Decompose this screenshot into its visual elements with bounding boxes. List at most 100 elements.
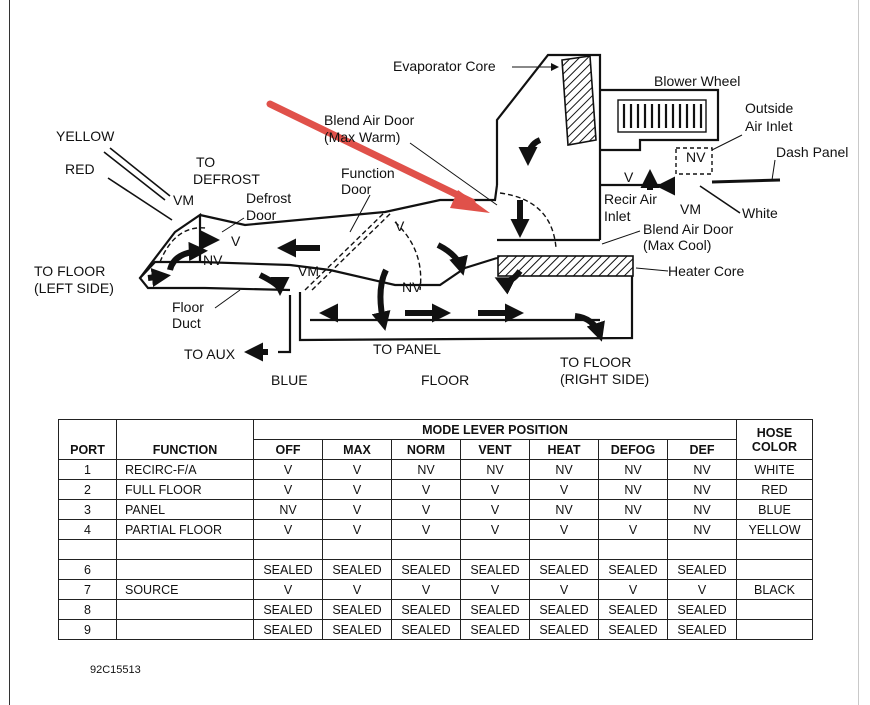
upper-duct <box>199 184 499 227</box>
function-cell <box>116 539 254 560</box>
header-function: FUNCTION <box>116 419 254 460</box>
function-cell <box>116 619 254 640</box>
hose-color-cell: BLUE <box>736 499 813 520</box>
label-v-defrost: V <box>231 233 241 249</box>
blend-door-swing <box>499 192 557 249</box>
label-v-recirc: V <box>624 169 634 185</box>
label-defrost-door-1: Defrost <box>246 190 291 206</box>
hose-color-cell: WHITE <box>736 459 813 480</box>
label-defrost-door-2: Door <box>246 207 277 223</box>
mode-value-cell: V <box>253 479 323 500</box>
label-vm-inlet: VM <box>680 201 701 217</box>
mode-value-cell: SEALED <box>460 619 530 640</box>
mode-value-cell: V <box>322 499 392 520</box>
label-defrost: DEFROST <box>193 171 260 187</box>
mode-value-cell: V <box>391 499 461 520</box>
mode-value-cell <box>253 539 323 560</box>
mode-value-cell: V <box>598 519 668 540</box>
header-mode-def: DEF <box>667 439 737 460</box>
mode-value-cell: SEALED <box>253 619 323 640</box>
label-floor: Floor <box>172 299 204 315</box>
mode-value-cell: NV <box>391 459 461 480</box>
hvac-airflow-diagram: Evaporator Core Blower Wheel Blend Air D… <box>34 53 848 388</box>
airflow-arrows <box>147 137 676 342</box>
vacuum-port-table: PORT FUNCTION MODE LEVER POSITION HOSE C… <box>58 419 813 640</box>
mode-value-cell <box>322 539 392 560</box>
label-duct: Duct <box>172 315 201 331</box>
mode-value-cell: SEALED <box>529 619 599 640</box>
mode-value-cell: SEALED <box>529 559 599 580</box>
mode-value-cell <box>460 539 530 560</box>
port-cell: 4 <box>58 519 117 540</box>
label-nv-defrost: NV <box>203 252 223 268</box>
label-right-side: (RIGHT SIDE) <box>560 371 649 387</box>
label-blue: BLUE <box>271 372 308 388</box>
mode-value-cell: V <box>253 459 323 480</box>
mode-value-cell: V <box>460 579 530 600</box>
hose-color-cell: BLACK <box>736 579 813 600</box>
label-blower-wheel: Blower Wheel <box>654 73 740 89</box>
label-v-function: V <box>395 218 405 234</box>
mode-value-cell: NV <box>598 499 668 520</box>
hose-color-cell: YELLOW <box>736 519 813 540</box>
label-blend-air-door-max-warm: Blend Air Door <box>324 112 415 128</box>
lower-duct <box>138 256 498 292</box>
heater-core <box>497 255 634 277</box>
hose-color-cell <box>736 539 813 560</box>
header-mode-heat: HEAT <box>529 439 599 460</box>
mode-value-cell: V <box>391 579 461 600</box>
label-to-floor-right: TO FLOOR <box>560 354 631 370</box>
mode-value-cell: NV <box>667 479 737 500</box>
vacuum-hoses <box>103 147 741 221</box>
mode-value-cell: V <box>253 579 323 600</box>
aux-outlet <box>278 295 292 354</box>
header-mode-max: MAX <box>322 439 392 460</box>
function-cell: PANEL <box>116 499 254 520</box>
label-to-aux: TO AUX <box>184 346 236 362</box>
mode-value-cell: V <box>529 579 599 600</box>
mode-value-cell: SEALED <box>391 559 461 580</box>
leader-lines <box>214 63 776 309</box>
port-cell <box>58 539 117 560</box>
mode-value-cell: V <box>460 499 530 520</box>
mode-value-cell: NV <box>253 499 323 520</box>
mode-value-cell: SEALED <box>529 599 599 620</box>
label-vm-function: VM <box>298 263 319 279</box>
label-function-door: Door <box>341 181 372 197</box>
mode-value-cell: V <box>598 579 668 600</box>
mode-value-cell: V <box>460 519 530 540</box>
outside-air-door <box>675 147 713 175</box>
function-cell: SOURCE <box>116 579 254 600</box>
mode-value-cell <box>529 539 599 560</box>
defrost-door-swing <box>159 227 207 263</box>
evaporator-core <box>561 55 597 146</box>
label-evaporator-core: Evaporator Core <box>393 58 496 74</box>
mode-value-cell: NV <box>667 459 737 480</box>
function-door-swing <box>394 221 422 291</box>
mode-value-cell: V <box>529 519 599 540</box>
mode-value-cell: SEALED <box>598 599 668 620</box>
function-cell <box>116 599 254 620</box>
mode-value-cell <box>667 539 737 560</box>
label-yellow: YELLOW <box>56 128 115 144</box>
white-hose <box>699 185 741 214</box>
hose-color-cell <box>736 599 813 620</box>
port-cell: 2 <box>58 479 117 500</box>
header-mode-lever-position: MODE LEVER POSITION <box>253 419 737 440</box>
blower-housing <box>600 88 720 152</box>
hose-color-cell <box>736 559 813 580</box>
mode-value-cell: NV <box>529 459 599 480</box>
mode-value-cell: V <box>322 459 392 480</box>
header-mode-vent: VENT <box>460 439 530 460</box>
port-cell: 6 <box>58 559 117 580</box>
floor-duct-bottom <box>298 262 634 342</box>
mode-value-cell <box>391 539 461 560</box>
label-to: TO <box>196 154 215 170</box>
function-door <box>304 211 393 291</box>
header-mode-defog: DEFOG <box>598 439 668 460</box>
